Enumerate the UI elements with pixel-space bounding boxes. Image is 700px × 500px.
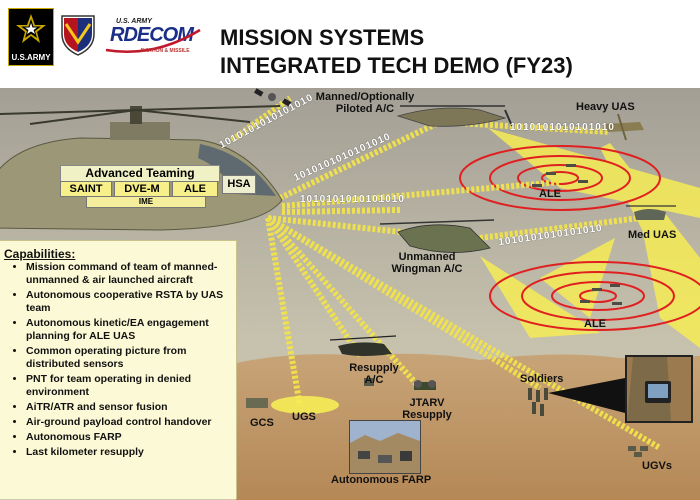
rdecom-swoosh-icon — [105, 28, 201, 53]
army-logo-text: U.S.ARMY — [11, 53, 51, 62]
binary-stream-heavy: 1010101010101010 — [510, 122, 615, 133]
capabilities-title: Capabilities: — [4, 247, 76, 261]
ale-drones — [532, 164, 622, 305]
capability-item: Common operating picture from distribute… — [26, 345, 232, 371]
unmanned-line-2: Wingman A/C — [391, 263, 463, 275]
manned-line-1: Manned/Optionally — [315, 91, 415, 103]
label-heavy-uas: Heavy UAS — [576, 101, 635, 113]
jtarv-line-1: JTARV — [409, 397, 445, 409]
ale-target-rings-bottom — [489, 261, 700, 331]
page-title: MISSION SYSTEMS INTEGRATED TECH DEMO (FY… — [220, 24, 573, 80]
capability-item: Autonomous FARP — [26, 431, 232, 444]
module-saint: SAINT — [60, 181, 112, 197]
rdecom-name: RDECOM — [110, 24, 194, 46]
autonomous-farp-photo — [349, 420, 421, 474]
label-ale-top: ALE — [539, 188, 561, 200]
capabilities-panel: Capabilities: Mission command of team of… — [0, 240, 237, 499]
rdecom-logo: U.S. ARMY RDECOM AVIATION & MISSILE — [104, 18, 202, 58]
jtarv-line-2: Resupply — [402, 409, 452, 421]
module-ime: IME — [86, 196, 206, 208]
scene: 1010101010101010 1010101010101010 101010… — [0, 88, 700, 500]
label-ugvs: UGVs — [642, 460, 672, 472]
soldiers-group — [528, 388, 548, 416]
med-uas-beam-2 — [540, 238, 615, 318]
capability-item: PNT for team operating in denied environ… — [26, 373, 232, 399]
rdecom-sub-text: AVIATION & MISSILE — [140, 48, 190, 54]
farp-scene-icon — [350, 421, 420, 473]
ugv-group — [628, 446, 648, 457]
label-ale-bottom: ALE — [584, 318, 606, 330]
label-med-uas: Med UAS — [628, 229, 677, 241]
unmanned-wingman — [379, 219, 495, 253]
title-line-2: INTEGRATED TECH DEMO (FY23) — [220, 53, 573, 78]
capability-item: Last kilometer resupply — [26, 446, 232, 459]
inset-pointer — [548, 378, 625, 413]
manned-aircraft — [396, 105, 513, 127]
satellite — [254, 88, 292, 107]
resupply-line-2: A/C — [364, 374, 384, 386]
capability-item: Mission command of team of manned-unmann… — [26, 261, 232, 287]
ale-target-rings-top — [459, 145, 661, 211]
title-line-1: MISSION SYSTEMS — [220, 25, 425, 50]
label-ugs: UGS — [292, 411, 316, 423]
label-soldiers: Soldiers — [520, 373, 564, 385]
label-gcs: GCS — [250, 417, 274, 429]
manned-line-2: Piloted A/C — [335, 103, 395, 115]
label-unmanned-wingman: Unmanned Wingman A/C — [380, 251, 474, 275]
amcom-shield-icon — [61, 15, 95, 56]
capability-item: Autonomous kinetic/EA engagement plannin… — [26, 317, 232, 343]
us-army-logo: U.S.ARMY — [8, 8, 54, 66]
capability-item: AiTR/ATR and sensor fusion — [26, 401, 232, 414]
label-autonomous-farp: Autonomous FARP — [331, 474, 432, 486]
label-jtarv-resupply: JTARV Resupply — [398, 397, 456, 421]
capability-item: Autonomous cooperative RSTA by UAS team — [26, 289, 232, 315]
label-resupply-aircraft: Resupply A/C — [344, 362, 404, 386]
capability-item: Air-ground payload control handover — [26, 416, 232, 429]
header: U.S.ARMY U.S. ARMY RDECOM AVIATION & MIS… — [0, 0, 700, 88]
module-ale: ALE — [172, 181, 218, 197]
advanced-teaming-box: Advanced Teaming SAINT DVE-M ALE IME — [60, 165, 226, 211]
module-hsa: HSA — [222, 175, 256, 194]
binary-data-links — [230, 95, 662, 451]
capabilities-list: Mission command of team of manned-unmann… — [4, 261, 232, 461]
rdecom-small-text: U.S. ARMY — [116, 18, 152, 25]
med-uas — [626, 205, 676, 220]
binary-stream-main: 1010101010101010 — [300, 194, 405, 205]
resupply-line-1: Resupply — [349, 362, 399, 374]
soldier-inset-image — [625, 355, 693, 423]
jtarv-vehicle — [414, 380, 436, 390]
ugs-area — [271, 396, 339, 414]
teaming-header: Advanced Teaming — [60, 165, 220, 182]
army-star-icon — [16, 14, 46, 43]
soldier-device-icon — [627, 357, 691, 421]
module-dve-m: DVE-M — [114, 181, 170, 197]
unmanned-line-1: Unmanned — [398, 251, 456, 263]
gcs-vehicle — [246, 398, 268, 408]
resupply-helicopter — [329, 335, 397, 386]
label-manned-aircraft: Manned/Optionally Piloted A/C — [306, 91, 424, 115]
heavy-uas — [604, 113, 644, 141]
